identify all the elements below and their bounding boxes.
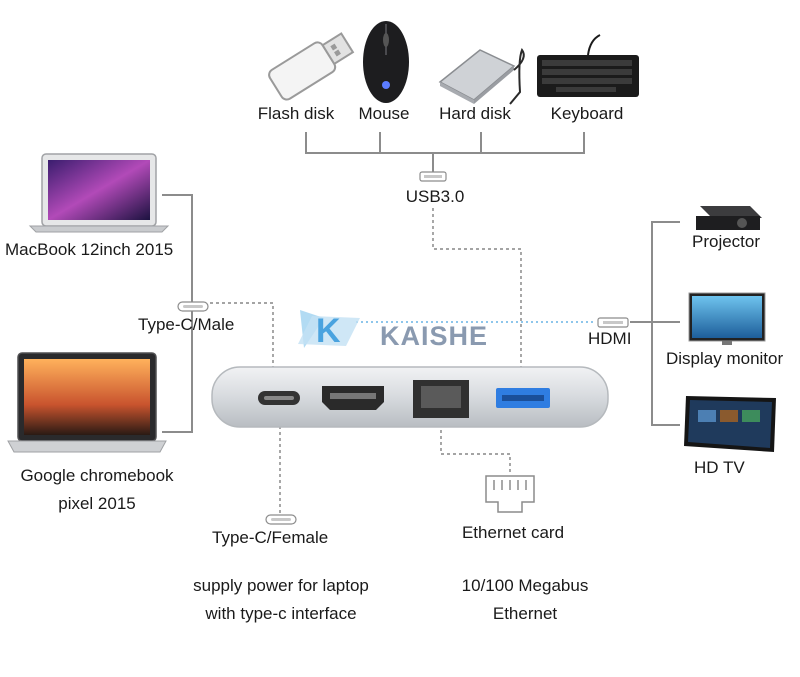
macbook-label: MacBook 12inch 2015 bbox=[5, 240, 174, 259]
brand-name: KAISHE bbox=[380, 321, 489, 351]
usb-port-marker-icon bbox=[419, 171, 447, 182]
usb-label: USB3.0 bbox=[405, 187, 465, 206]
flash-disk-label: Flash disk bbox=[257, 104, 335, 123]
power-supply-caption: supply power for laptop with type-c inte… bbox=[193, 576, 369, 623]
display-monitor-label: Display monitor bbox=[666, 349, 784, 368]
type-c-female-marker-icon bbox=[265, 514, 297, 525]
usb-c-hub bbox=[211, 366, 609, 428]
macbook-icon bbox=[28, 153, 170, 233]
ethernet-speed-caption: 10/100 Megabus Ethernet bbox=[461, 576, 589, 623]
hdmi-bracket bbox=[651, 221, 680, 426]
kaishe-logo-icon: K bbox=[298, 310, 360, 350]
dashed-lines bbox=[210, 208, 522, 515]
hdmi-marker-icon bbox=[597, 317, 629, 328]
type-c-female-label: Type-C/Female bbox=[212, 528, 329, 547]
type-c-male-marker-icon bbox=[177, 301, 209, 312]
projector-label: Projector bbox=[692, 232, 761, 251]
ethernet-port-icon bbox=[413, 380, 469, 418]
logo-letter: K bbox=[316, 312, 341, 350]
connector-lines bbox=[162, 132, 680, 433]
keyboard-icon bbox=[537, 34, 639, 97]
type-c-male-dashed-path bbox=[210, 302, 274, 370]
flash-disk-icon bbox=[268, 32, 355, 101]
hd-tv-icon bbox=[684, 396, 776, 452]
hdmi-label: HDMI bbox=[588, 329, 632, 348]
ethernet-card-label: Ethernet card bbox=[461, 523, 565, 542]
chromebook-label: Google chromebook pixel 2015 bbox=[20, 466, 174, 513]
chromebook-icon bbox=[7, 352, 167, 453]
type-c-port-icon bbox=[258, 391, 300, 405]
usb-bus-line bbox=[305, 132, 585, 154]
mouse-icon bbox=[363, 21, 409, 103]
ethernet-jack-icon bbox=[485, 475, 535, 513]
hd-tv-label: HD TV bbox=[694, 458, 745, 477]
mouse-label: Mouse bbox=[358, 104, 410, 123]
projector-icon bbox=[696, 206, 762, 230]
type-c-male-bracket bbox=[162, 194, 193, 433]
usb-port-icon bbox=[496, 388, 550, 408]
keyboard-label: Keyboard bbox=[550, 104, 624, 123]
ethernet-dashed-path bbox=[440, 418, 511, 474]
hdmi-port-icon bbox=[322, 386, 384, 410]
hard-disk-icon bbox=[438, 47, 525, 105]
hard-disk-label: Hard disk bbox=[439, 104, 511, 123]
usb-dashed-path bbox=[432, 208, 522, 380]
display-monitor-icon bbox=[688, 292, 766, 345]
type-c-male-label: Type-C/Male bbox=[138, 315, 235, 334]
